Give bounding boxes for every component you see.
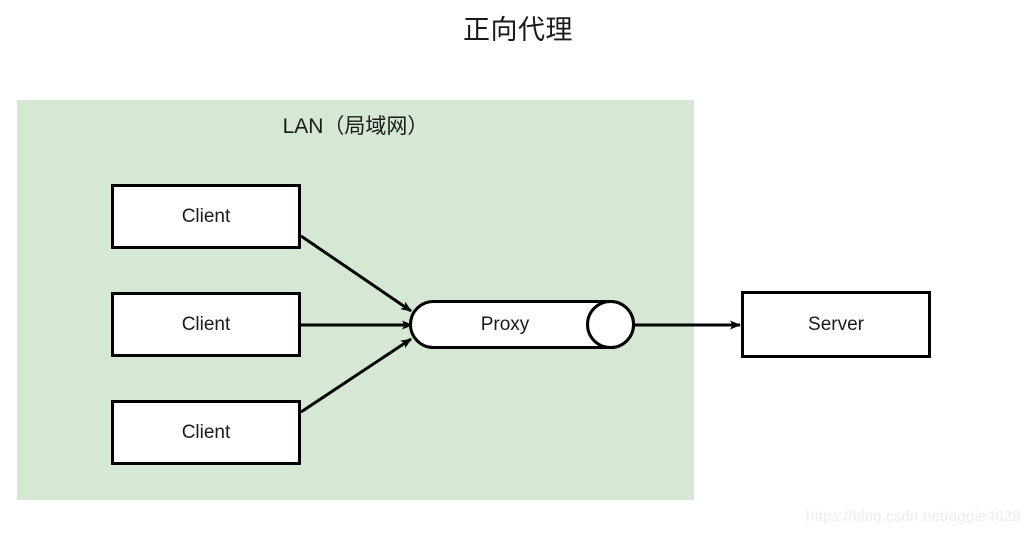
client-node-1-label: Client [181, 205, 231, 227]
lan-zone-label: LAN（局域网） [282, 115, 429, 138]
client-node-3[interactable]: Client [111, 400, 301, 465]
client-node-2[interactable]: Client [111, 292, 301, 357]
connector-client3-to-proxy [300, 337, 412, 414]
client-node-1[interactable]: Client [111, 184, 301, 249]
watermark: https://blog.csdn.net/aggie4628 [806, 508, 1021, 525]
connector-client1-to-proxy [300, 234, 412, 313]
page-title: 正向代理 [463, 15, 573, 45]
client-node-3-label: Client [181, 421, 231, 443]
client-node-2-label: Client [181, 313, 231, 335]
server-node-label: Server [808, 313, 864, 335]
proxy-node[interactable] [409, 300, 635, 349]
server-node[interactable]: Server [741, 291, 931, 358]
